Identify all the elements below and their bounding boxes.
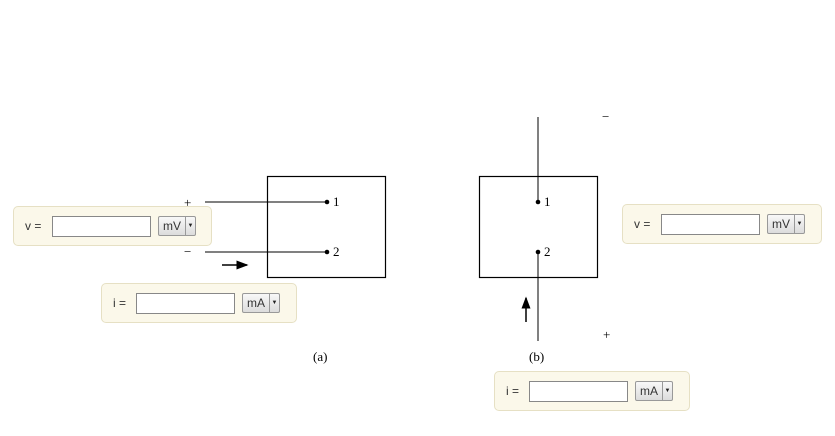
terminal-dot-2-a: [324, 249, 330, 255]
dropdown-arrow-icon[interactable]: ▼: [794, 215, 804, 233]
unit-value: mV: [163, 219, 181, 233]
terminal-label-1-a: 1: [333, 194, 340, 209]
current-unit-select-b[interactable]: mA ▼: [635, 381, 673, 401]
minus-sign-b: −: [602, 109, 609, 124]
terminal-label-1-b: 1: [544, 194, 551, 209]
current-input-b[interactable]: [529, 380, 628, 402]
current-label-b: i =: [506, 384, 520, 398]
voltage-label-a: v =: [25, 219, 42, 233]
current-unit-select-a[interactable]: mA ▼: [242, 293, 280, 313]
plus-sign-b: +: [603, 327, 610, 342]
voltage-input-a[interactable]: [52, 215, 151, 237]
voltage-answer-b: v = mV ▼: [622, 204, 822, 244]
voltage-unit-select-b[interactable]: mV ▼: [767, 214, 805, 234]
voltage-label-b: v =: [634, 217, 651, 231]
device-box-a: [266, 175, 387, 279]
caption-b: (b): [529, 349, 544, 364]
terminal-dot-1-a: [324, 199, 330, 205]
current-input-a[interactable]: [136, 292, 235, 314]
current-answer-b: i = mA ▼: [494, 371, 690, 411]
dropdown-arrow-icon[interactable]: ▼: [662, 382, 672, 400]
unit-value: mA: [640, 384, 658, 398]
voltage-answer-a: v = mV ▼: [13, 206, 212, 246]
current-label-a: i =: [113, 296, 127, 310]
minus-sign-a: −: [184, 244, 191, 259]
terminal-dot-2-b: [535, 249, 541, 255]
dropdown-arrow-icon[interactable]: ▼: [269, 294, 279, 312]
figure-a: 1 2 + − (a): [184, 175, 387, 364]
current-answer-a: i = mA ▼: [101, 283, 297, 323]
voltage-input-b[interactable]: [661, 213, 760, 235]
dropdown-arrow-icon[interactable]: ▼: [185, 217, 195, 235]
terminal-label-2-a: 2: [333, 244, 340, 259]
figure-b: 1 2 − + (b): [478, 109, 610, 364]
terminal-dot-1-b: [535, 199, 541, 205]
unit-value: mV: [772, 217, 790, 231]
unit-value: mA: [247, 296, 265, 310]
terminal-label-2-b: 2: [544, 244, 551, 259]
voltage-unit-select-a[interactable]: mV ▼: [158, 216, 196, 236]
caption-a: (a): [313, 349, 327, 364]
plus-sign-a: +: [184, 195, 191, 210]
